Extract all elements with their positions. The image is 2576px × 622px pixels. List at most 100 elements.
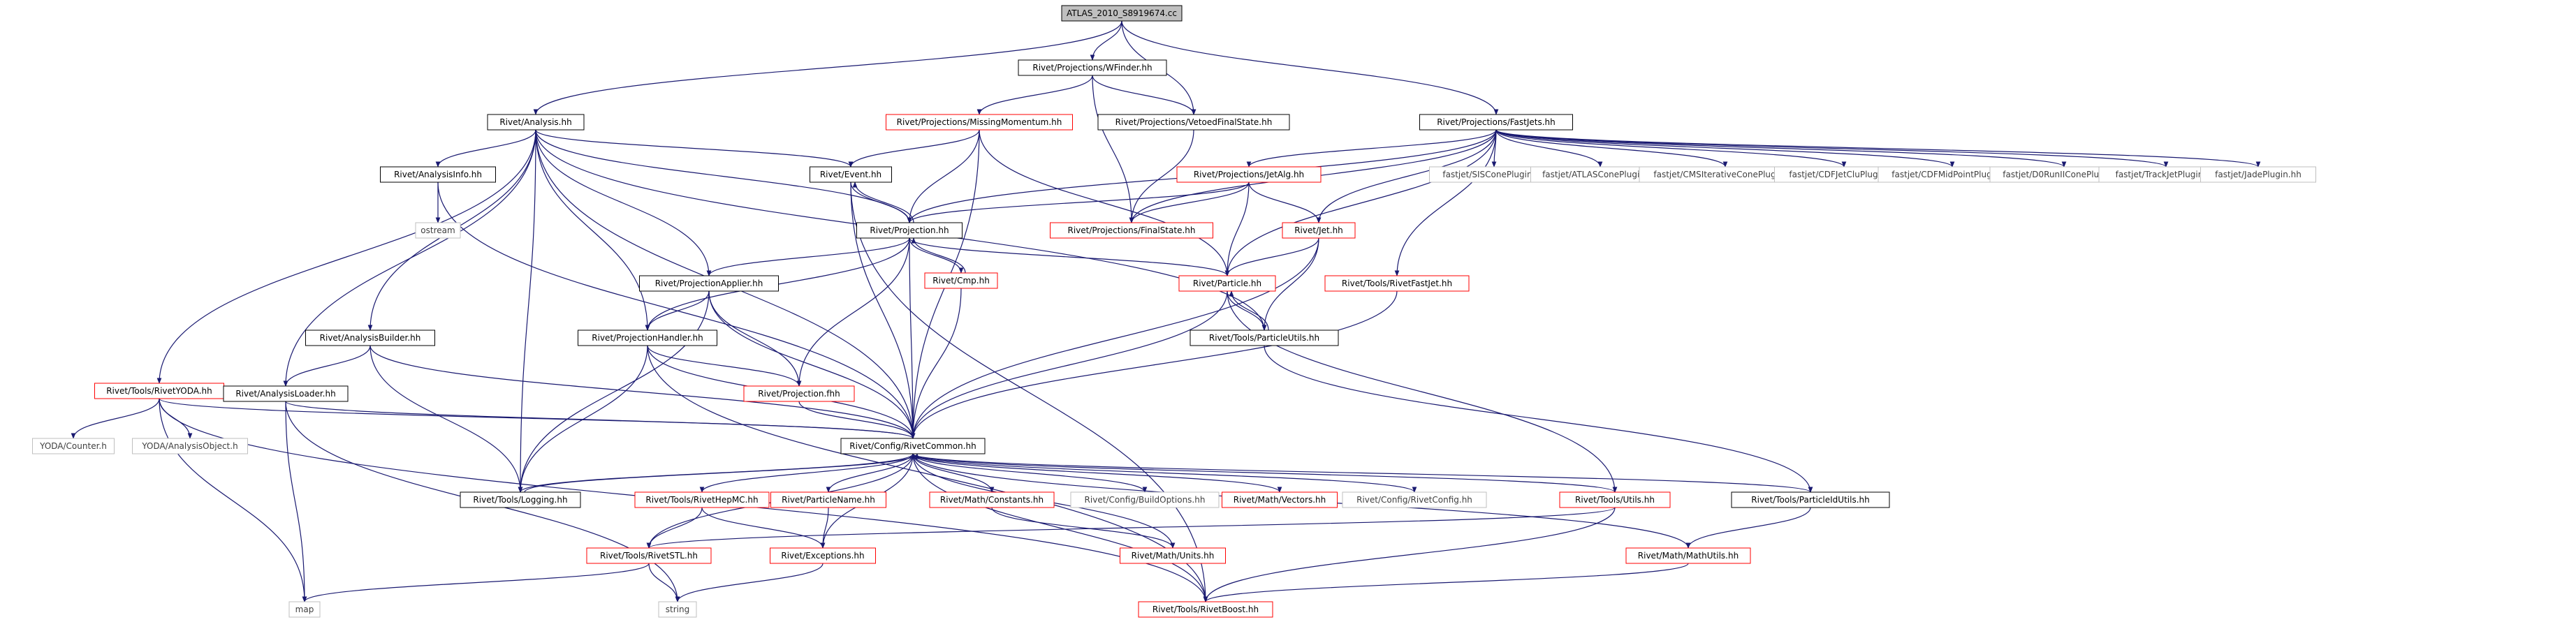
node-rivethepmc-box bbox=[634, 491, 770, 508]
edge-fastjets-to-d0run bbox=[1495, 129, 2067, 168]
node-rivetfastjet[interactable]: Rivet/Tools/RivetFastJet.hh bbox=[1324, 275, 1470, 292]
node-cmp-box bbox=[924, 272, 998, 289]
node-vetoedfs-box bbox=[1097, 114, 1290, 131]
node-wfinder-box bbox=[1018, 59, 1167, 76]
node-jetalg[interactable]: Rivet/Projections/JetAlg.hh bbox=[1176, 166, 1322, 183]
node-buildoptions: Rivet/Config/BuildOptions.hh bbox=[1070, 491, 1220, 508]
edge-projection-to-projapplier bbox=[706, 237, 910, 276]
edge-rivetfastjet-to-rivetcommon bbox=[910, 290, 1398, 439]
edge-root-to-fastjets bbox=[1121, 20, 1499, 115]
node-particle-box bbox=[1178, 275, 1276, 292]
node-analysisbuilder[interactable]: Rivet/AnalysisBuilder.hh bbox=[305, 329, 435, 346]
node-root[interactable]: ATLAS_2010_S8919674.cc bbox=[1061, 5, 1183, 22]
node-jet[interactable]: Rivet/Jet.hh bbox=[1282, 222, 1356, 239]
node-rivetstl-label: Rivet/Tools/RivetSTL.hh bbox=[600, 551, 698, 561]
node-exceptions-label: Rivet/Exceptions.hh bbox=[781, 551, 864, 561]
node-utils[interactable]: Rivet/Tools/Utils.hh bbox=[1559, 491, 1671, 508]
node-string-label: string bbox=[666, 605, 689, 614]
node-analysisloader[interactable]: Rivet/AnalysisLoader.hh bbox=[223, 385, 349, 402]
edge-analysis-to-event bbox=[535, 129, 854, 168]
node-projection-box bbox=[856, 222, 963, 239]
node-d0run-label: fastjet/D0RunIIConePlugin.hh bbox=[2003, 170, 2125, 179]
edge-cmp-to-projection bbox=[911, 237, 966, 274]
edge-mathutils-to-rivetboost bbox=[1203, 563, 1689, 602]
node-units-box bbox=[1120, 547, 1226, 564]
edge-rivetstl-to-string bbox=[648, 563, 680, 602]
node-particlename-box bbox=[770, 491, 886, 508]
node-fastjets-label: Rivet/Projections/FastJets.hh bbox=[1437, 117, 1556, 127]
node-rivetboost-box bbox=[1138, 601, 1273, 618]
edge-particlename-to-exceptions bbox=[820, 507, 829, 549]
node-rivetyoda[interactable]: Rivet/Tools/RivetYODA.hh bbox=[94, 383, 224, 399]
node-rivethepmc[interactable]: Rivet/Tools/RivetHepMC.hh bbox=[634, 491, 770, 508]
node-particleutils[interactable]: Rivet/Tools/ParticleUtils.hh bbox=[1190, 329, 1339, 346]
edge-projection-to-rivetcommon bbox=[909, 237, 916, 439]
edge-event-to-projection bbox=[850, 182, 912, 223]
node-finalstate[interactable]: Rivet/Projections/FinalState.hh bbox=[1050, 222, 1213, 239]
edge-rivetcommon-to-utils bbox=[912, 453, 1618, 493]
node-yodaao: YODA/AnalysisObject.h bbox=[132, 438, 248, 454]
node-projhandler[interactable]: Rivet/ProjectionHandler.hh bbox=[578, 329, 717, 346]
node-projectionfhh[interactable]: Rivet/Projection.fhh bbox=[743, 385, 855, 402]
node-logging[interactable]: Rivet/Tools/Logging.hh bbox=[460, 491, 581, 508]
edge-jet-to-rivetcommon bbox=[910, 237, 1319, 439]
node-siscone-label: fastjet/SISConePlugin.hh bbox=[1442, 170, 1545, 179]
node-vectors[interactable]: Rivet/Math/Vectors.hh bbox=[1222, 491, 1338, 508]
edge-projectionfhh-to-rivetcommon bbox=[798, 401, 916, 439]
edge-projhandler-to-projectionfhh bbox=[647, 345, 802, 387]
node-analysisinfo-label: Rivet/AnalysisInfo.hh bbox=[394, 170, 482, 179]
node-missingmom[interactable]: Rivet/Projections/MissingMomentum.hh bbox=[886, 114, 1073, 131]
edge-jetalg-to-jet bbox=[1248, 182, 1322, 223]
edge-event-to-rivetboost bbox=[850, 182, 1208, 602]
edge-rivethepmc-to-rivetstl bbox=[646, 507, 703, 549]
node-rivetboost[interactable]: Rivet/Tools/RivetBoost.hh bbox=[1138, 601, 1273, 618]
edge-logging-to-rivetcommon bbox=[524, 453, 920, 493]
node-rivetboost-label: Rivet/Tools/RivetBoost.hh bbox=[1152, 605, 1259, 614]
node-wfinder[interactable]: Rivet/Projections/WFinder.hh bbox=[1018, 59, 1167, 76]
node-projection[interactable]: Rivet/Projection.hh bbox=[856, 222, 963, 239]
edge-rivetcommon-to-rivetconfig bbox=[912, 453, 1417, 493]
node-trackjet-label: fastjet/TrackJetPlugin.hh bbox=[2116, 170, 2217, 179]
edge-analysis-to-rivetyoda bbox=[156, 129, 536, 384]
node-projhandler-box bbox=[578, 329, 717, 346]
node-vetoedfs[interactable]: Rivet/Projections/VetoedFinalState.hh bbox=[1097, 114, 1290, 131]
node-projapplier[interactable]: Rivet/ProjectionApplier.hh bbox=[639, 275, 779, 292]
node-constants[interactable]: Rivet/Math/Constants.hh bbox=[929, 491, 1055, 508]
node-jade-label: fastjet/JadePlugin.hh bbox=[2215, 170, 2301, 179]
edge-particleidutils-to-mathutils bbox=[1685, 507, 1811, 549]
node-rivetcommon[interactable]: Rivet/Config/RivetCommon.hh bbox=[840, 438, 986, 454]
node-units[interactable]: Rivet/Math/Units.hh bbox=[1120, 547, 1226, 564]
edge-missingmom-to-particle bbox=[979, 129, 1230, 276]
node-mathutils[interactable]: Rivet/Math/MathUtils.hh bbox=[1625, 547, 1751, 564]
edge-wfinder-to-missingmom bbox=[976, 75, 1093, 115]
node-map: map bbox=[288, 601, 321, 618]
node-rivetstl[interactable]: Rivet/Tools/RivetSTL.hh bbox=[586, 547, 712, 564]
node-particlename[interactable]: Rivet/ParticleName.hh bbox=[770, 491, 886, 508]
edge-particle-to-particleutils bbox=[1227, 290, 1267, 331]
edge-rivetyoda-to-map bbox=[159, 398, 307, 602]
node-projection-label: Rivet/Projection.hh bbox=[870, 225, 949, 235]
node-ostream: ostream bbox=[415, 222, 461, 239]
node-exceptions[interactable]: Rivet/Exceptions.hh bbox=[770, 547, 876, 564]
node-event[interactable]: Rivet/Event.hh bbox=[810, 166, 892, 183]
node-analysisinfo[interactable]: Rivet/AnalysisInfo.hh bbox=[380, 166, 496, 183]
node-event-box bbox=[810, 166, 892, 183]
node-analysis[interactable]: Rivet/Analysis.hh bbox=[487, 114, 585, 131]
edge-analysis-to-projhandler bbox=[535, 129, 650, 331]
node-particle[interactable]: Rivet/Particle.hh bbox=[1178, 275, 1276, 292]
edge-projapplier-to-projectionfhh bbox=[708, 290, 802, 387]
node-yodacounter: YODA/Counter.h bbox=[32, 438, 115, 454]
node-fastjets[interactable]: Rivet/Projections/FastJets.hh bbox=[1419, 114, 1573, 131]
node-utils-label: Rivet/Tools/Utils.hh bbox=[1575, 495, 1655, 505]
edge-jet-to-particleutils bbox=[1261, 237, 1319, 331]
node-event-label: Rivet/Event.hh bbox=[820, 170, 881, 179]
edge-fastjets-to-cdfjetclu bbox=[1495, 129, 1847, 168]
node-particleidutils[interactable]: Rivet/Tools/ParticleIdUtils.hh bbox=[1731, 491, 1890, 508]
node-mathutils-box bbox=[1625, 547, 1751, 564]
node-missingmom-label: Rivet/Projections/MissingMomentum.hh bbox=[897, 117, 1062, 127]
node-cmp[interactable]: Rivet/Cmp.hh bbox=[924, 272, 998, 289]
node-cmscone-label: fastjet/CMSIterativeConePlugin.hh bbox=[1653, 170, 1796, 179]
edge-utils-to-rivetstl bbox=[647, 507, 1616, 549]
node-analysisbuilder-box bbox=[305, 329, 435, 346]
node-root-label: ATLAS_2010_S8919674.cc bbox=[1067, 8, 1177, 18]
